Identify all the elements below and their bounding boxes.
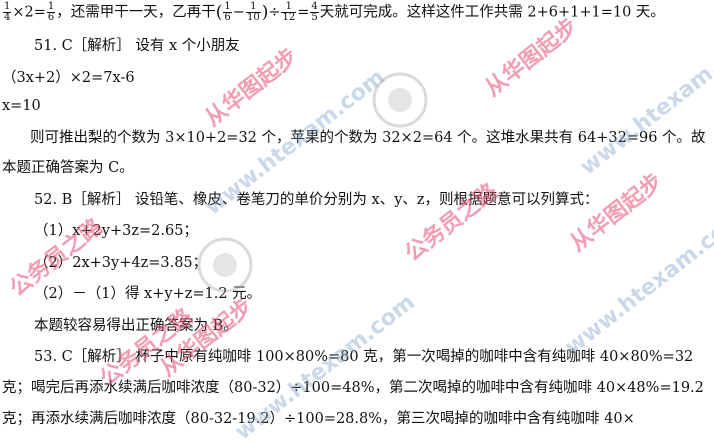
text-line-8: （1）x+2y+3z=2.65；	[34, 223, 198, 239]
text-line-3: （3x+2）×2=7x-6	[2, 70, 135, 86]
text-line-11: 本题较容易得出正确答案为 B。	[34, 318, 238, 334]
text-line-4: x=10	[2, 98, 41, 114]
watermark-slogan: 从华图起步	[565, 169, 668, 257]
text-line-12: 53. C［解析］ 杯子中原有纯咖啡 100×80%=80 克，第一次喝掉的咖啡…	[34, 349, 694, 365]
text-line-5: 则可推出梨的个数为 3×10+2=32 个，苹果的个数为 32×2=64 个。这…	[30, 130, 706, 146]
text-line-7: 52. B［解析］ 设铅笔、橡皮、卷笔刀的单价分别为 x、y、z，则根据题意可以…	[34, 192, 599, 208]
text-line-13: 克；喝完后再添水续满后咖啡浓度（80-32）÷100=48%，第二次喝掉的咖啡中…	[2, 380, 704, 396]
text-line-14: 克；再添水续满后咖啡浓度（80-32-19.2）÷100=28.8%，第三次喝掉…	[2, 411, 635, 427]
watermark-slogan: 从华图起步	[480, 14, 583, 102]
text-line-10: （2）－（1）得 x+y+z=1.2 元。	[34, 286, 262, 302]
text-line-9: （2）2x+3y+4z=3.85；	[34, 255, 208, 271]
text-line-2: 51. C［解析］ 设有 x 个小朋友	[34, 38, 240, 54]
text-line-6: 本题正确答案为 C。	[2, 160, 134, 176]
